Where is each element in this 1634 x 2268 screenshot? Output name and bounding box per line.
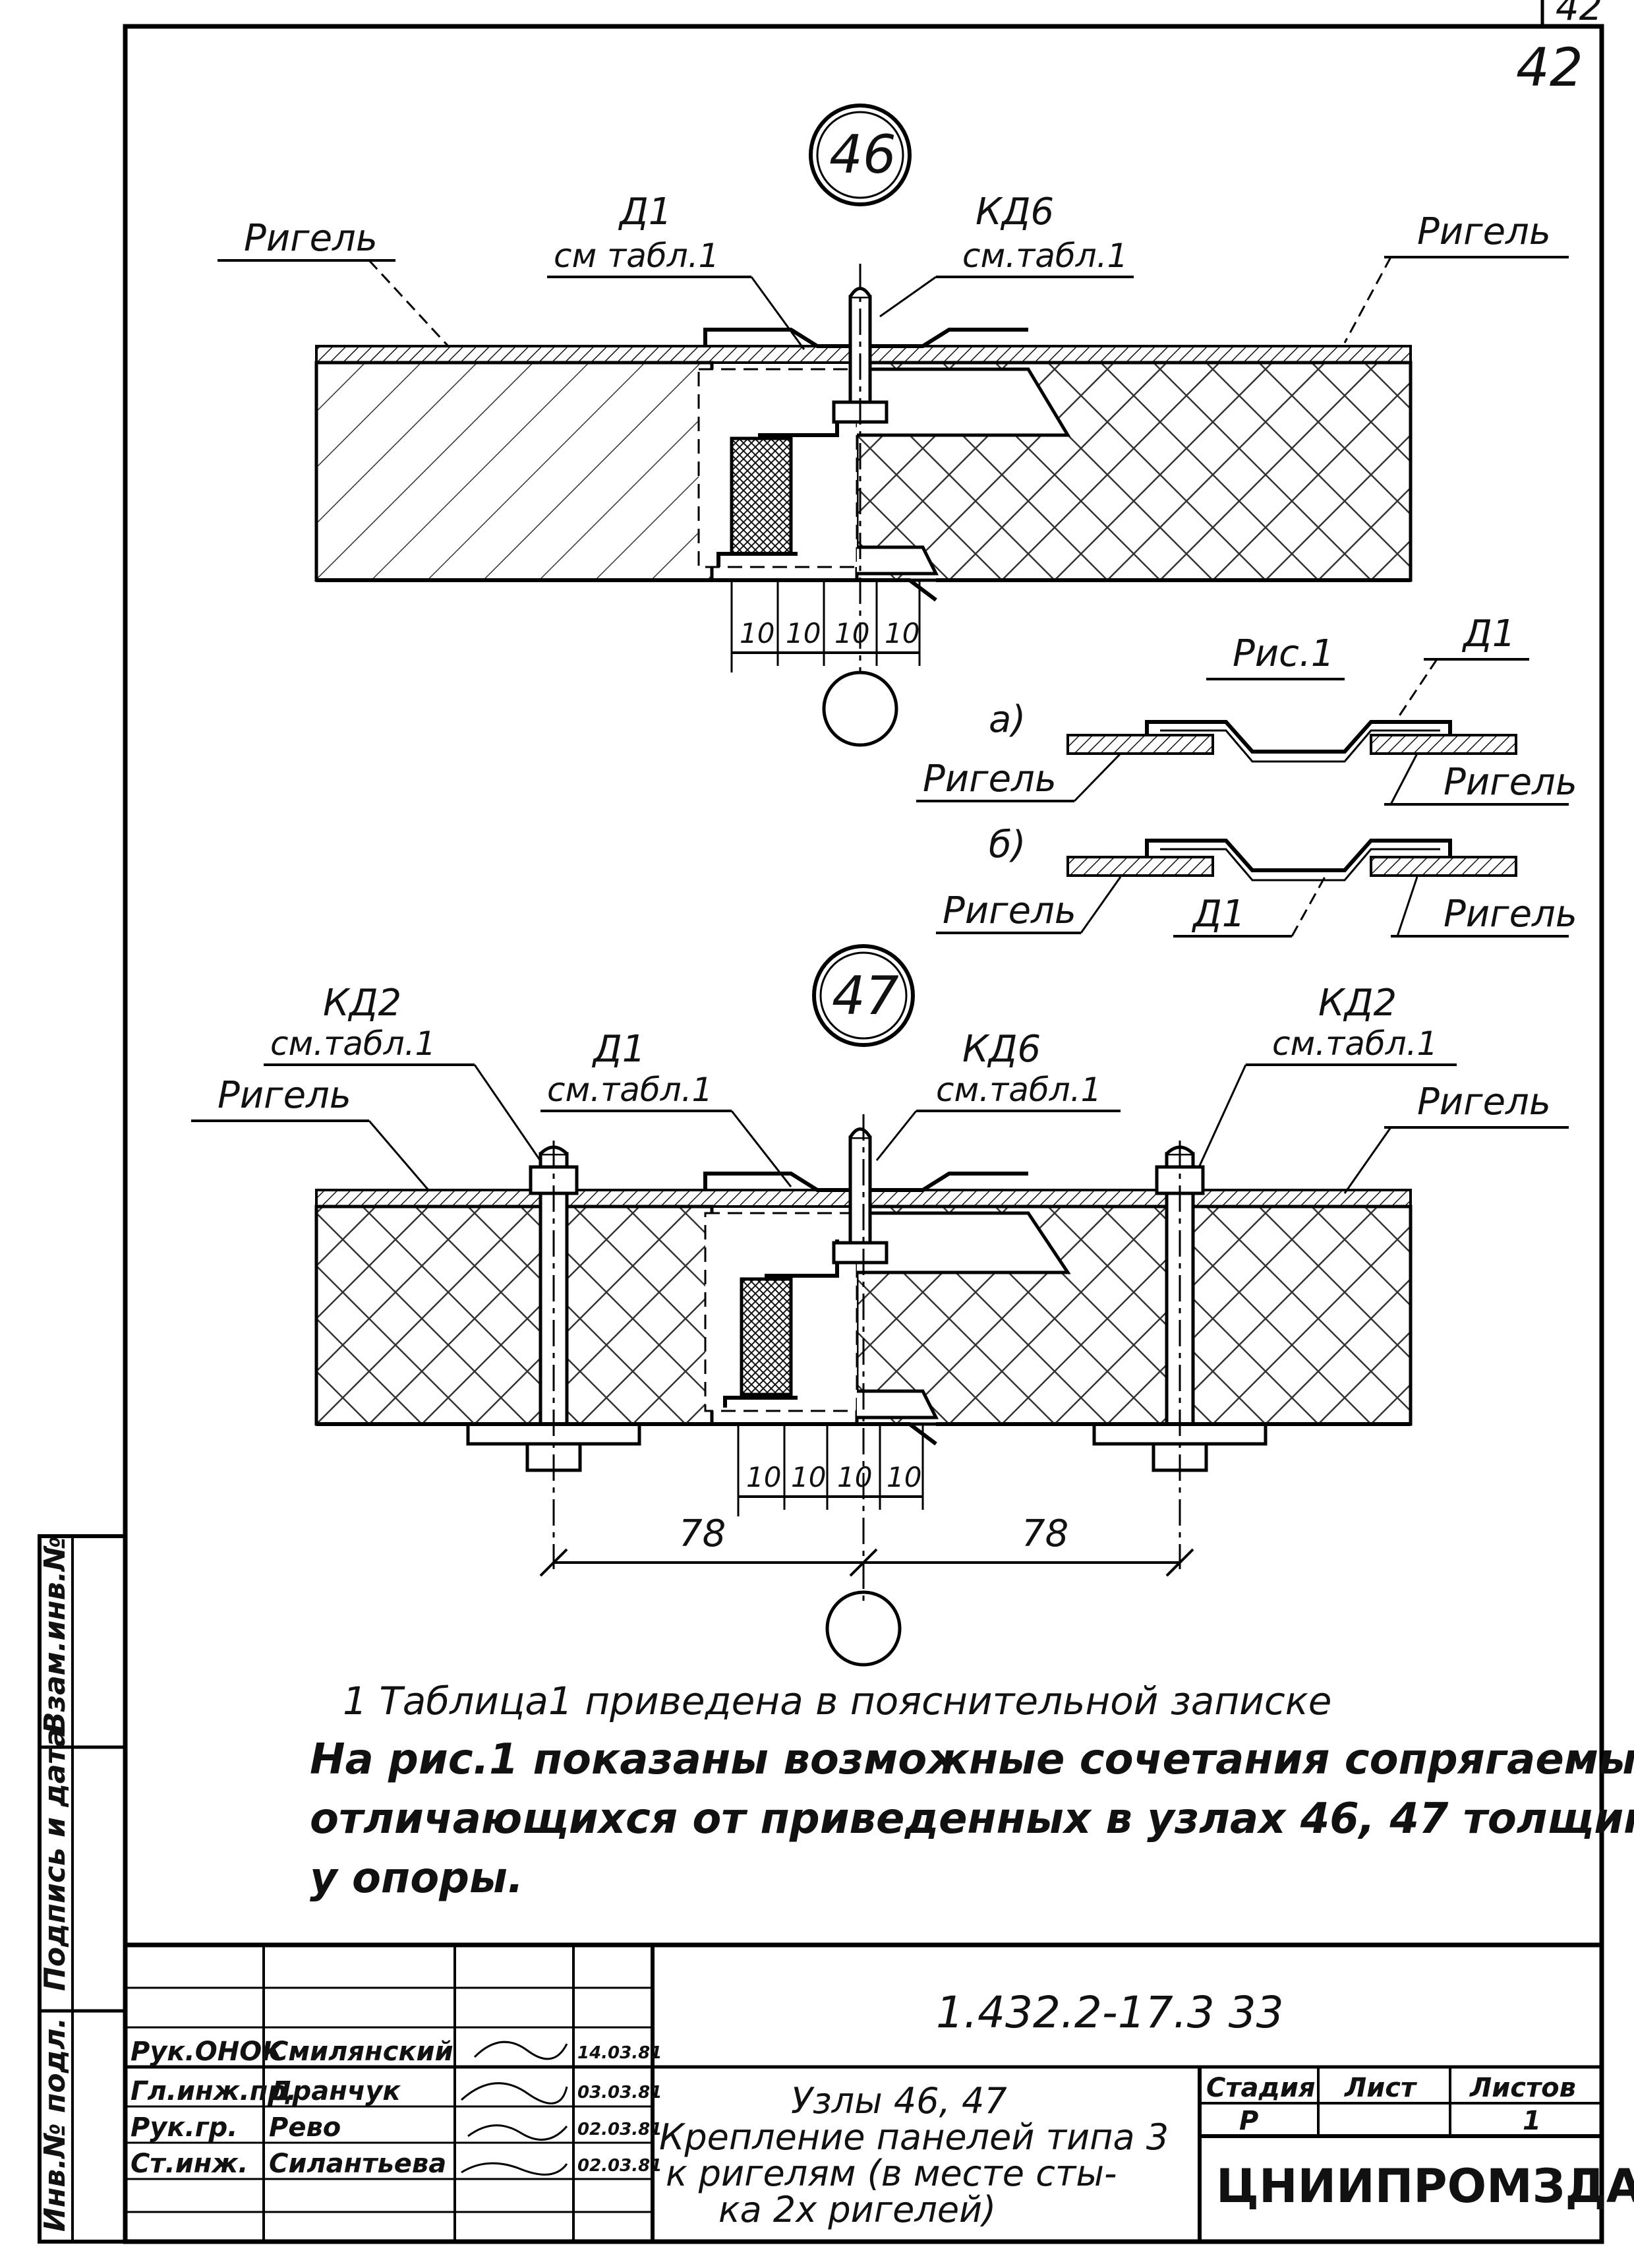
node-46-d1-ref: см табл.1 [554,237,719,275]
signatory-row-1: Рук.ОНОК Смилянский 14.03.81 [131,2037,662,2067]
side-inv-no: Инв.№ подл. [38,2017,72,2232]
node-47-kd2-right-ref: см.табл.1 [1272,1025,1438,1063]
node-47-dim-left: 78 [679,1512,726,1555]
signatory-name-2: Дранчук [268,2076,401,2106]
organization-name: ЦНИИПРОМЗДАНИЙ [1216,2159,1634,2213]
signatory-row-4: Ст.инж. Силантьева 02.03.81 [131,2149,662,2179]
fig1-title: Рис.1 [1233,632,1334,675]
node-46-insulation-pad [730,436,793,556]
signatory-date-2: 03.03.81 [577,2083,662,2103]
fig1-b-left: Ригель [943,889,1076,932]
node-46-kd6-ref: см.табл.1 [962,237,1128,275]
notes: 1 Таблица1 приведена в пояснительной зап… [310,1679,1634,1903]
sheet-title-1: Узлы 46, 47 [791,2080,1007,2122]
signatory-role-4: Ст.инж. [131,2149,248,2179]
signatory-date-3: 02.03.81 [577,2120,662,2139]
title-block: Рук.ОНОК Смилянский 14.03.81 Гл.инж.пр. … [123,1942,1634,2244]
node-47-dim-right: 78 [1022,1512,1068,1555]
node-47-panel-left [314,1205,714,1426]
node-47-bolt-center [848,1135,872,1258]
node-47-d1-title: Д1 [591,1028,645,1071]
node-47-dim-2: 10 [791,1461,826,1493]
sheet-label: Лист [1344,2073,1418,2103]
side-vzam-inv: Взам.инв.№ [38,1536,72,1734]
signatory-row-2: Гл.инж.пр. Дранчук 03.03.81 [131,2076,662,2106]
sheet-title-2: Крепление панелей типа 3 [659,2116,1169,2158]
corner-number: 42 [1516,37,1583,98]
node-46-label-left: Ригель [244,217,378,260]
signatory-name-3: Рево [269,2112,341,2143]
node-47-drawing: 47 КД2 см.табл.1 Д1 см.табл.1 КД6 см.таб… [191,944,1569,1667]
stage-label: Стадия [1206,2073,1316,2103]
sheet-title-4: ка 2х ригелей) [718,2189,996,2230]
side-sign-date: Подпись и дата [38,1727,72,1991]
node-47-number: 47 [832,965,899,1027]
sheets-value: 1 [1523,2106,1541,2136]
note-line-3: отличающихся от приведенных в узлах 46, … [310,1795,1634,1843]
node-46-dim-1: 10 [740,617,774,649]
fig1-variant-b: б) [989,823,1026,866]
note-line-2: На рис.1 показаны возможные сочетания со… [310,1735,1634,1784]
node-47-dim-1: 10 [746,1461,781,1493]
side-stamp: Взам.инв.№ Подпись и дата Инв.№ подл. [38,1534,127,2244]
signatory-row-3: Рук.гр. Рево 02.03.81 [131,2112,662,2143]
sheets-label: Листов [1469,2073,1576,2103]
node-47-insulation-pad [740,1277,793,1396]
stage-value: Р [1239,2106,1258,2136]
signatory-role-2: Гл.инж.пр. [131,2076,297,2106]
figure-1: Рис.1 Д1 а) Ригель Ригель б) Ригель Д1 Р… [916,612,1577,938]
note-line-4: у опоры. [310,1854,523,1903]
node-46-drawing: 46 Ригель Д1 см табл.1 КД6 см.табл.1 Риг… [218,104,1569,747]
signatory-name-1: Смилянский [269,2037,453,2067]
sheet-title-3: к ригелям (в месте сты- [666,2153,1117,2194]
fig1-variant-a: а) [989,698,1026,741]
signatory-role-3: Рук.гр. [131,2112,237,2143]
node-46-label-right: Ригель [1417,210,1551,253]
node-46-dim-4: 10 [885,617,919,649]
fig1-d1: Д1 [1461,612,1515,655]
node-46-kd6-title: КД6 [976,191,1054,233]
node-46-dim-2: 10 [786,617,821,649]
doc-code: 1.432.2-17.3 33 [936,1987,1284,2038]
node-47-kd2-left-ref: см.табл.1 [270,1025,436,1063]
signatory-date-4: 02.03.81 [577,2156,662,2176]
signatory-role-1: Рук.ОНОК [131,2037,285,2067]
node-47-marker [812,944,915,1047]
node-46-dim-3: 10 [834,617,869,649]
fig1-a-left: Ригель [923,758,1057,800]
node-46-axis-marker [822,671,898,747]
signatory-date-1: 14.03.81 [577,2043,662,2063]
node-47-dim-3: 10 [837,1461,872,1493]
node-46-marker [809,104,912,206]
node-47-kd6-ref: см.табл.1 [936,1071,1101,1109]
node-47-label-left: Ригель [218,1074,351,1117]
node-47-kd6-title: КД6 [962,1028,1041,1071]
fig1-a-right: Ригель [1444,761,1577,804]
node-47-axis-marker [825,1590,902,1667]
node-46-d1-title: Д1 [618,191,672,233]
fig1-b-right: Ригель [1444,893,1577,936]
node-46-panel-left [314,361,714,582]
node-47-kd2-right-title: КД2 [1318,982,1397,1025]
node-46-number: 46 [829,124,896,185]
note-line-1: 1 Таблица1 приведена в пояснительной зап… [343,1679,1331,1723]
node-47-d1-ref: см.табл.1 [547,1071,713,1109]
corner-number-top: 42 [1556,0,1602,29]
signatory-name-4: Силантьева [269,2149,446,2179]
node-47-kd2-left-title: КД2 [323,982,401,1025]
node-47-dim-4: 10 [887,1461,921,1493]
fig1-b-mid: Д1 [1191,893,1245,936]
node-47-label-right: Ригель [1417,1081,1551,1123]
